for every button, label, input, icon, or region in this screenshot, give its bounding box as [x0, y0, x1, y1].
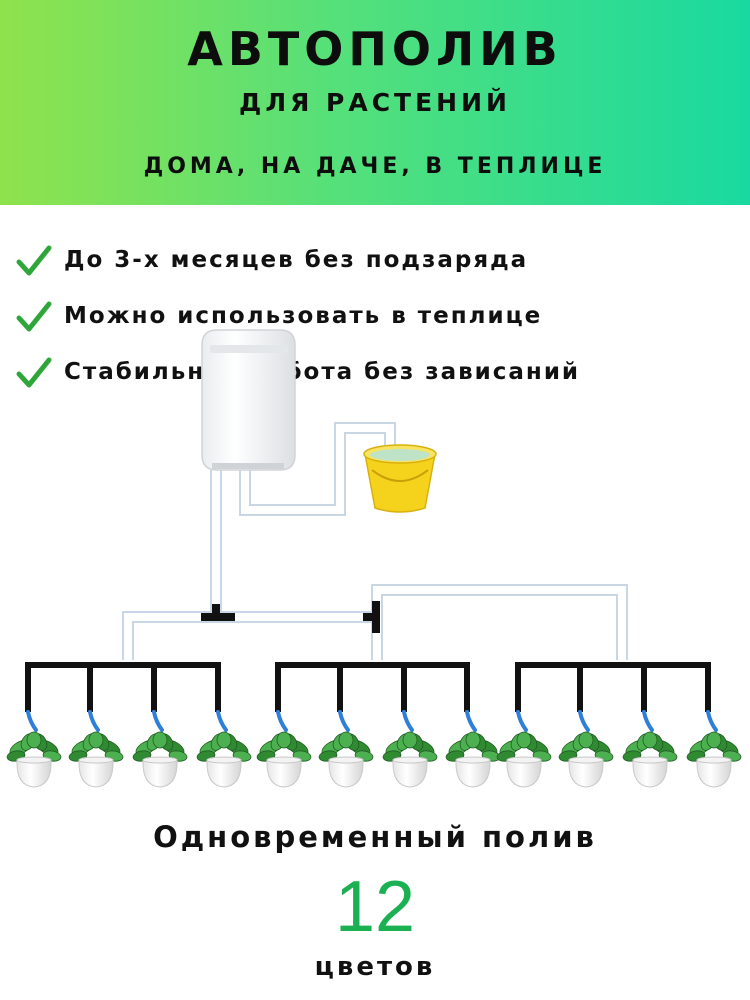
pot-rim [392, 756, 428, 764]
leaf [338, 731, 354, 749]
leaf [402, 731, 418, 749]
drip-tube [152, 710, 164, 732]
flower-pot [506, 759, 542, 788]
flower-pot [632, 759, 668, 788]
flower-pot [568, 759, 604, 788]
header-banner: АВТОПОЛИВ ДЛЯ РАСТЕНИЙ ДОМА, НА ДАЧЕ, В … [0, 0, 750, 205]
leaf [465, 731, 481, 749]
leaf [216, 731, 232, 749]
drip-tube [276, 710, 288, 732]
drip-tube [26, 710, 38, 732]
pot-rim [206, 756, 242, 764]
leaf [88, 731, 104, 749]
feature-text: Можно использовать в теплице [64, 303, 543, 329]
flower-pot [16, 759, 52, 788]
tagline: ДОМА, НА ДАЧЕ, В ТЕПЛИЦЕ [143, 154, 607, 179]
flower-pot [266, 759, 302, 788]
drip-tube [642, 710, 654, 732]
pot-rim [696, 756, 732, 764]
plant-count: 12 [334, 867, 416, 947]
pot-rim [632, 756, 668, 764]
potted-plant-icon [132, 710, 188, 788]
drip-tube [706, 710, 718, 732]
checkmark-icon [16, 301, 52, 332]
pot-rim [568, 756, 604, 764]
pot-rim [266, 756, 302, 764]
pot-rim [78, 756, 114, 764]
potted-plant-icon [196, 710, 252, 788]
drip-tube [216, 710, 228, 732]
footer-caption: Одновременный полив [153, 820, 597, 854]
irrigation-diagram [6, 329, 742, 788]
leaf [26, 731, 42, 749]
leaf [706, 731, 722, 749]
flower-pot [78, 759, 114, 788]
feature-item: До 3-х месяцев без подзаряда [14, 232, 744, 288]
checkmark-icon [16, 245, 52, 276]
checkmark-icon [16, 357, 52, 388]
page-subtitle: ДЛЯ РАСТЕНИЙ [239, 88, 511, 117]
flower-pot [696, 759, 732, 788]
pot-rim [142, 756, 178, 764]
tee-connectors [201, 601, 380, 633]
flower-pot [142, 759, 178, 788]
pot-rim [455, 756, 491, 764]
leaf [516, 731, 532, 749]
drip-manifolds [25, 662, 711, 712]
potted-plant-icon [382, 710, 438, 788]
feature-item: Можно использовать в теплице [14, 288, 744, 344]
flower-pot [328, 759, 364, 788]
plant-row [6, 710, 742, 788]
potted-plant-icon [496, 710, 552, 788]
feature-text: Стабильная работа без зависаний [64, 359, 581, 385]
drip-tube [516, 710, 528, 732]
drip-tube [88, 710, 100, 732]
potted-plant-icon [68, 710, 124, 788]
potted-plant-icon [622, 710, 678, 788]
potted-plant-icon [6, 710, 62, 788]
drip-tube [402, 710, 414, 732]
pump-unit [201, 329, 296, 471]
drip-tube [465, 710, 477, 732]
flower-pot [392, 759, 428, 788]
flower-pot [455, 759, 491, 788]
feature-text: До 3-х месяцев без подзаряда [64, 247, 529, 273]
leaf [152, 731, 168, 749]
potted-plant-icon [445, 710, 501, 788]
potted-plant-icon [558, 710, 614, 788]
potted-plant-icon [686, 710, 742, 788]
drip-tube [578, 710, 590, 732]
pot-rim [328, 756, 364, 764]
leaf [578, 731, 594, 749]
leaf [276, 731, 292, 749]
plant-count-unit: цветов [314, 952, 436, 982]
potted-plant-icon [318, 710, 374, 788]
flower-pot [206, 759, 242, 788]
feature-item: Стабильная работа без зависаний [14, 344, 744, 400]
potted-plant-icon [256, 710, 312, 788]
page-title: АВТОПОЛИВ [187, 22, 563, 76]
drip-tube [338, 710, 350, 732]
pot-rim [506, 756, 542, 764]
feature-list: До 3-х месяцев без подзаряда Можно испол… [14, 232, 744, 400]
leaf [642, 731, 658, 749]
water-bucket-icon [363, 444, 437, 513]
pot-rim [16, 756, 52, 764]
